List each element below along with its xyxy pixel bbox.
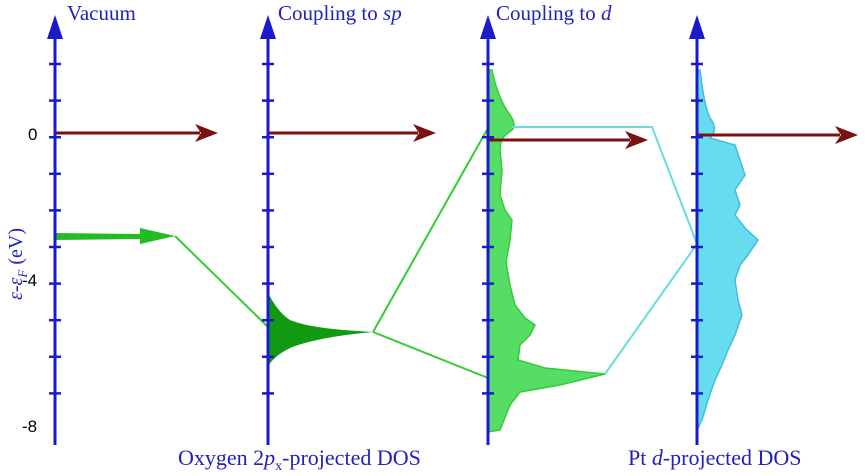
fermi-arrow-head-1 [195,124,218,142]
axis-arrow-head-2 [260,15,276,39]
y-tick-minus4: -4 [22,271,37,290]
panel-title-d: Coupling to d [496,1,612,25]
y-tick-0: 0 [28,125,37,144]
panel-title-vacuum: Vacuum [67,1,136,25]
axis-arrow-head-4 [689,15,705,39]
panel-title-sp: Coupling to sp [278,1,402,25]
fermi-arrow-head-3 [625,131,648,149]
y-tick-minus8: -8 [22,417,37,436]
fermi-level-arrows [55,124,858,149]
pt-d-dos [696,69,759,431]
vacuum-to-sp-line [174,235,269,328]
vacuum-level-bar [55,228,175,244]
axis-arrow-head-1 [47,15,63,39]
sp-resonance-dos [268,293,373,366]
d-bond-to-pt-line [604,243,698,375]
energy-axes [47,15,705,445]
sp-to-d-antibond-line [372,127,489,333]
y-axis-label: ε-εF (eV) [5,228,30,300]
d-coupled-oxygen-dos [487,69,606,433]
d-antibond-to-pt-line [512,126,698,245]
axis-arrow-head-3 [480,15,496,39]
sp-to-d-bond-line [372,331,489,379]
oxygen-dos-label: Oxygen 2px-projected DOS [178,445,421,474]
fermi-arrow-head-4 [835,126,858,144]
fermi-arrow-head-2 [413,124,436,142]
pt-dos-label: Pt d-projected DOS [628,445,802,470]
oxygen-dos-group [55,69,698,433]
